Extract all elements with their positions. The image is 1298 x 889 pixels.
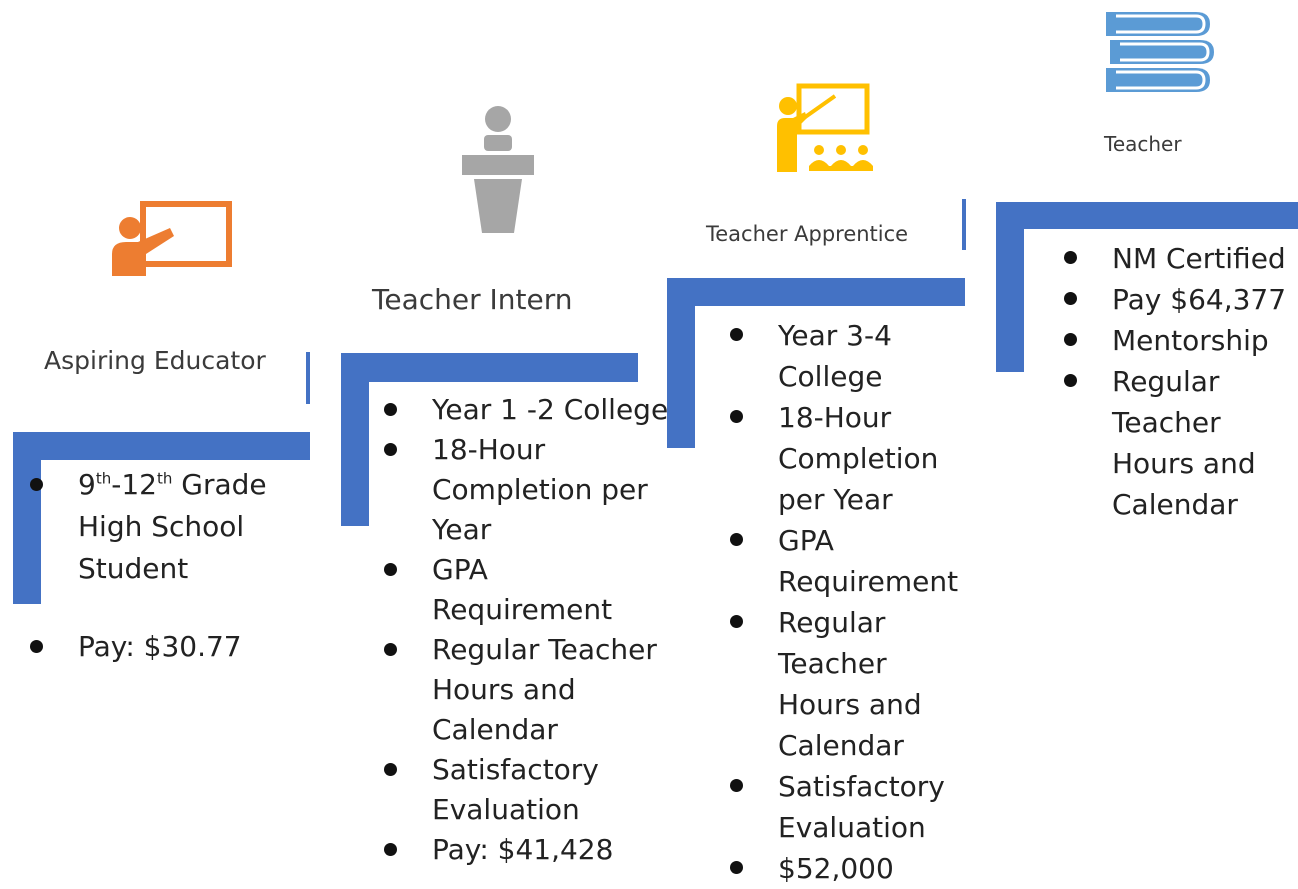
stage-title-teacher-intern: Teacher Intern <box>372 283 573 316</box>
list-item: Regular Teacher Hours and Calendar <box>376 630 676 750</box>
step-1-top-bar <box>13 432 310 460</box>
classroom-presenter-icon <box>777 83 873 172</box>
list-item: 9th-12th Grade High School Student <box>22 464 282 590</box>
list-item: Satisfactory Evaluation <box>376 750 676 830</box>
stage-title-teacher: Teacher <box>1104 132 1182 156</box>
step-2-left-bar <box>341 353 369 526</box>
list-item: Satisfactory Evaluation <box>722 766 972 848</box>
list-item: NM Certified <box>1056 238 1296 279</box>
step-4-top-bar <box>996 202 1298 229</box>
list-item: Pay: $30.77 <box>22 626 282 668</box>
list-item: Pay $64,377 <box>1056 279 1296 320</box>
teacher-list: NM Certified Pay $64,377 Mentorship Regu… <box>1056 238 1296 525</box>
list-item: 18-Hour Completion per Year <box>376 430 676 550</box>
podium-speaker-icon <box>462 106 534 233</box>
books-stack-icon <box>1106 12 1214 92</box>
teacher-apprentice-list: Year 3-4 College 18-Hour Completion per … <box>722 315 972 889</box>
list-item: GPA Requirement <box>376 550 676 630</box>
list-item: Mentorship <box>1056 320 1296 361</box>
list-item: Pay: $41,428 <box>376 830 676 870</box>
teacher-board-icon <box>112 201 232 276</box>
list-item: Year 1 -2 College <box>376 390 676 430</box>
list-item: Regular Teacher Hours and Calendar <box>722 602 972 766</box>
list-item: 18-Hour Completion per Year <box>722 397 972 520</box>
list-item: $52,000 <box>722 848 972 889</box>
step-1-left-bar <box>13 432 41 604</box>
teacher-intern-list: Year 1 -2 College 18-Hour Completion per… <box>376 390 676 870</box>
step-4-left-bar <box>996 202 1024 372</box>
stage-title-aspiring-educator: Aspiring Educator <box>44 346 266 375</box>
stage-title-teacher-apprentice: Teacher Apprentice <box>706 222 909 246</box>
step-3-top-bar <box>667 278 965 306</box>
list-item: Regular Teacher Hours and Calendar <box>1056 361 1296 525</box>
list-item: Year 3-4 College <box>722 315 972 397</box>
step-1-divider <box>306 352 310 404</box>
step-2-top-bar <box>341 353 638 382</box>
step-3-divider <box>962 199 966 250</box>
step-3-left-bar <box>667 278 695 448</box>
aspiring-educator-list: 9th-12th Grade High School Student Pay: … <box>22 464 282 668</box>
list-item: GPA Requirement <box>722 520 972 602</box>
